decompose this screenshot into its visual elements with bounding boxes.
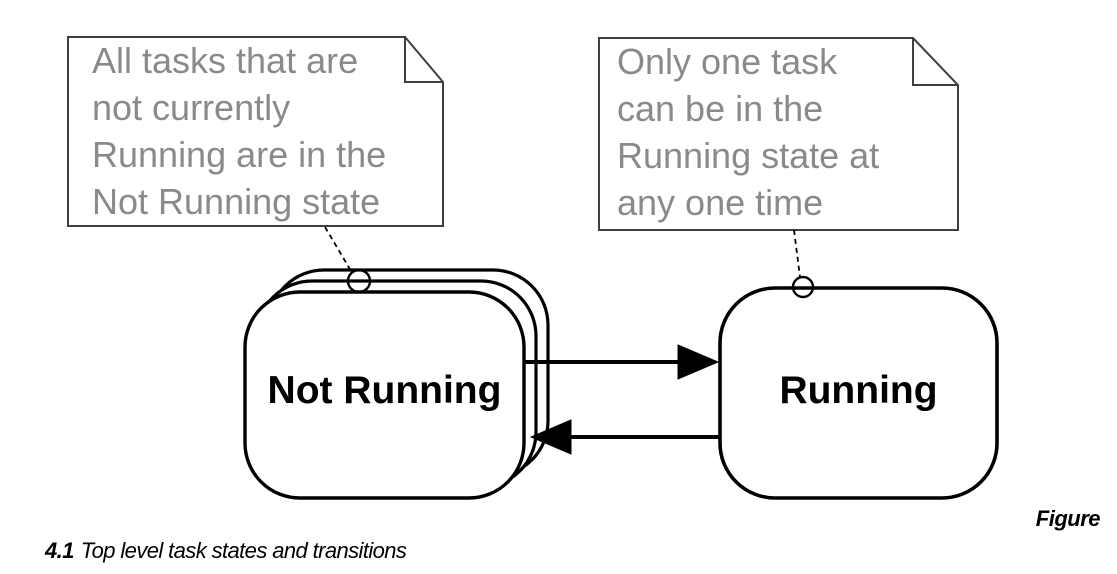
note-left-connector <box>324 226 352 272</box>
caption-figure-word: Figure <box>1035 506 1101 531</box>
note-right-line-3: Running state at <box>617 135 880 176</box>
caption-figure-number: 4.1 <box>45 538 74 563</box>
note-left-line-4: Not Running state <box>92 181 381 222</box>
note-left-fold-icon <box>404 37 443 83</box>
note-right-fold-icon <box>912 38 958 86</box>
note-left-shape <box>67 36 444 227</box>
state-not-running-label: Not Running <box>267 369 502 412</box>
caption-figure-title: Top level task states and transitions <box>80 538 407 563</box>
note-left-anchor-circle-icon <box>346 268 372 294</box>
state-running-label: Running <box>779 369 938 412</box>
note-left-line-3: Running are in the <box>92 134 387 175</box>
note-left-line-1: All tasks that are <box>92 40 359 81</box>
transition-to-not-running-arrowhead-icon <box>529 419 572 455</box>
state-not-running-shape <box>243 290 526 500</box>
note-right-line-1: Only one task <box>617 41 838 82</box>
note-right-line-2: can be in the <box>617 88 824 129</box>
note-left-line-2: not currently <box>92 87 291 128</box>
note-right-text: Only one task can be in the Running stat… <box>617 38 879 226</box>
note-left-text: All tasks that are not currently Running… <box>92 37 386 225</box>
transition-to-running-arrowhead-icon <box>677 344 720 380</box>
note-right-connector <box>793 229 801 278</box>
note-right-line-4: any one time <box>617 182 824 223</box>
note-right-shape <box>598 37 959 231</box>
state-running-shape <box>718 286 999 500</box>
note-right-anchor-circle-icon <box>791 275 815 299</box>
